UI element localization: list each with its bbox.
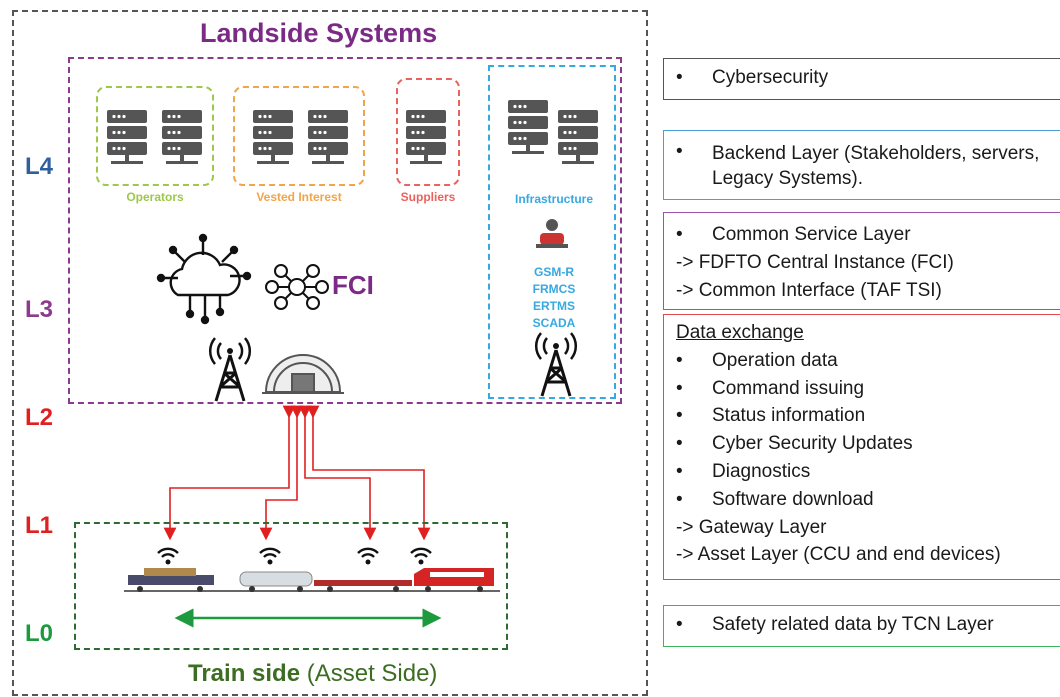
level-l1: L1: [25, 512, 54, 539]
suppliers-server-icon: [406, 110, 446, 164]
infrastructure-servers-icon: [508, 100, 598, 164]
cybersecurity-box: •Cybersecurity: [663, 58, 1060, 100]
operator-person-icon: [536, 219, 568, 248]
fci-label: FCI: [332, 270, 374, 300]
data-item: Operation data: [712, 349, 838, 371]
backend-layer-box: •Backend Layer (Stakeholders, servers, L…: [663, 130, 1060, 200]
infra-radio-tower-icon: [534, 331, 578, 398]
diagram-outer-frame: [12, 10, 648, 696]
train-side-rest: (Asset Side): [300, 660, 438, 687]
train-side-box: [74, 522, 508, 650]
vested-interest-label: Vested Interest: [256, 190, 342, 204]
tech-ertms: ERTMS: [533, 299, 575, 313]
operators-group: [96, 86, 214, 186]
data-item: Diagnostics: [712, 460, 811, 482]
asset-layer-line: -> Asset Layer (CCU and end devices): [676, 544, 1001, 566]
people-network-icon: [265, 264, 329, 310]
safety-data-box: •Safety related data by TCN Layer: [663, 605, 1060, 647]
tech-frmcs: FRMCS: [532, 282, 576, 296]
radio-tower-icon: [208, 336, 252, 403]
landside-box: [68, 57, 622, 404]
cybersecurity-text: Cybersecurity: [712, 67, 829, 88]
data-item: Status information: [712, 405, 866, 427]
backend-layer-text: Backend Layer (Stakeholders, servers, Le…: [712, 143, 1040, 189]
tech-scada: SCADA: [532, 316, 576, 330]
infrastructure-group: [488, 65, 616, 399]
gateway-layer-line: -> Gateway Layer: [676, 516, 827, 538]
data-item: Cyber Security Updates: [712, 433, 913, 455]
common-service-box: •Common Service Layer -> FDFTO Central I…: [663, 212, 1060, 310]
train-icon: [124, 568, 500, 592]
tech-gsm-r: GSM-R: [534, 265, 574, 279]
operators-label: Operators: [126, 190, 184, 204]
train-side-bold: Train side: [188, 660, 301, 687]
gateway-dome-icon: [262, 354, 344, 394]
taf-tsi-arrow-line: -> Common Interface (TAF TSI): [676, 280, 942, 301]
safety-data-text: Safety related data by TCN Layer: [712, 614, 994, 635]
suppliers-label: Suppliers: [400, 190, 456, 204]
infrastructure-label: Infrastructure: [514, 192, 594, 206]
data-item: Command issuing: [712, 377, 865, 399]
data-item: Software download: [712, 488, 874, 510]
level-l3: L3: [25, 296, 54, 323]
cloud-network-icon: [156, 233, 252, 325]
level-l0: L0: [25, 620, 54, 647]
common-service-text: Common Service Layer: [712, 224, 911, 245]
train-side-title: Train side (Asset Side): [188, 660, 437, 688]
data-link-arrows: [163, 405, 431, 541]
suppliers-group: [396, 78, 460, 186]
data-exchange-heading: Data exchange: [676, 322, 804, 343]
fci-arrow-line: -> FDFTO Central Instance (FCI): [676, 252, 954, 273]
level-l2: L2: [25, 404, 54, 431]
operators-servers-icon: [107, 110, 202, 164]
data-exchange-box: Data exchange •Operation data •Command i…: [663, 314, 1060, 580]
landside-title: Landside Systems: [200, 18, 438, 48]
level-l4: L4: [25, 153, 54, 180]
vested-interest-group: [233, 86, 365, 186]
vested-servers-icon: [253, 110, 348, 164]
